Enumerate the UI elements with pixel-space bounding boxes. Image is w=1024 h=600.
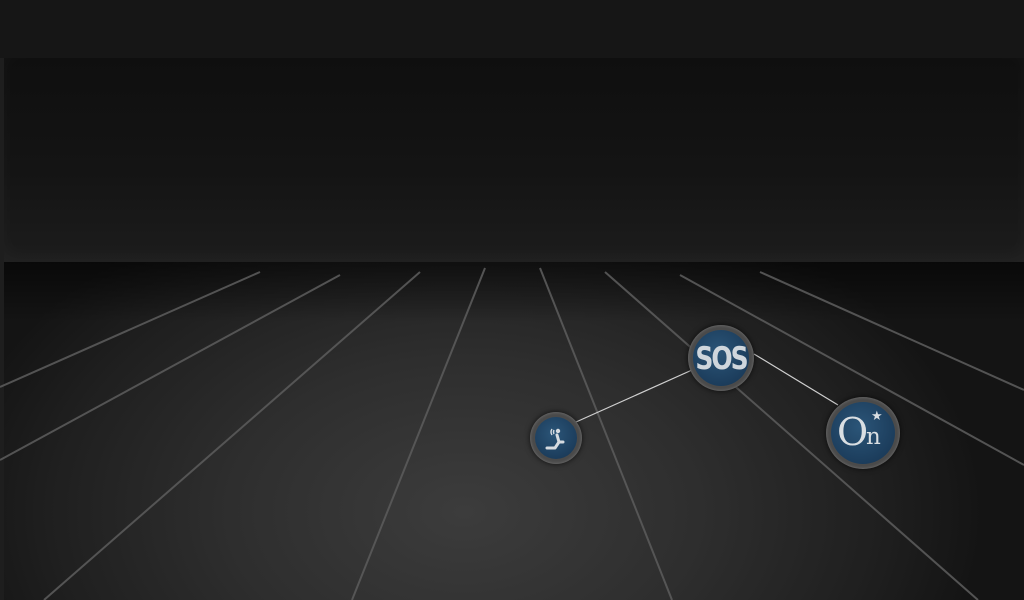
grid-line (351, 267, 486, 600)
onstar-letter-n: n (866, 424, 881, 450)
grid-line (43, 271, 421, 600)
left-edge (0, 58, 4, 600)
seat-service-button[interactable] (530, 412, 582, 464)
top-bar (0, 0, 1024, 58)
onstar-button[interactable]: O ★ n (826, 397, 900, 469)
connector-line (575, 369, 693, 423)
grid-line (679, 274, 1024, 466)
seat-service-face (535, 417, 577, 459)
grid-line (0, 271, 261, 388)
grid-line (604, 271, 979, 600)
onstar-star: ★ (871, 409, 883, 424)
onstar-face: O ★ n (831, 402, 895, 464)
onstar-logo-icon: O ★ n (835, 408, 891, 458)
sos-button[interactable]: SOS (688, 325, 754, 391)
floor-shade (4, 262, 1024, 322)
connector-line (753, 353, 839, 406)
seat-signal-icon (545, 428, 565, 450)
upper-panel (4, 58, 1024, 262)
grid-line (0, 274, 341, 461)
grid-line (539, 267, 673, 600)
onstar-letter-o: O (837, 410, 869, 454)
sos-icon: SOS (695, 339, 748, 377)
sos-face: SOS (693, 330, 749, 386)
grid-line (759, 271, 1024, 391)
